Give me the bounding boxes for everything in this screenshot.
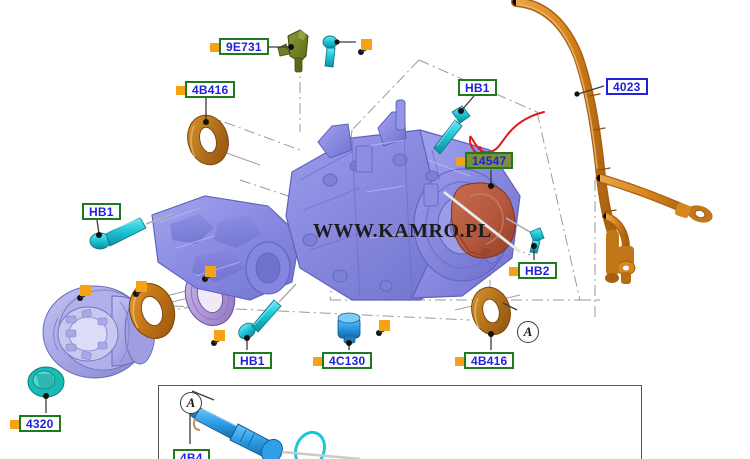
part-label-text: 4B416 xyxy=(471,353,508,368)
label-marker-square xyxy=(313,356,322,366)
part-label-hb1-left[interactable]: HB1 xyxy=(82,203,121,220)
part-label-text: 4023 xyxy=(613,79,641,94)
marker-left-mid xyxy=(80,285,91,296)
seal-ring-4b416-bottom xyxy=(471,286,511,336)
part-label-4c130[interactable]: 4C130 xyxy=(313,352,373,369)
label-marker-square xyxy=(455,356,464,366)
bolt-hb1-bottom xyxy=(238,283,297,340)
drain-plug-part xyxy=(27,366,65,398)
detail-callout-a-detail[interactable]: A xyxy=(180,392,202,414)
part-label-text: HB1 xyxy=(240,353,265,368)
part-label-hb1-top[interactable]: HB1 xyxy=(458,79,497,96)
detail-view-frame xyxy=(158,385,642,459)
label-marker-square xyxy=(210,42,219,52)
part-label-text: 14547 xyxy=(472,153,507,168)
part-label-text: HB2 xyxy=(525,263,550,278)
label-marker-square xyxy=(456,156,465,166)
part-label-hb2[interactable]: HB2 xyxy=(509,262,557,279)
speed-sensor-plug xyxy=(337,312,361,344)
part-label-text: 4320 xyxy=(26,416,54,431)
part-label-hb1-bottom[interactable]: HB1 xyxy=(233,352,272,369)
label-marker-square xyxy=(176,85,185,95)
bolt-hb1-top xyxy=(433,105,471,155)
part-label-text: HB1 xyxy=(89,204,114,219)
part-label-4b416-top[interactable]: 4B416 xyxy=(176,81,236,98)
marker-seal-top xyxy=(136,281,147,292)
part-label-text: 4C130 xyxy=(329,353,366,368)
marker-housing xyxy=(379,320,390,331)
part-label-4320[interactable]: 4320 xyxy=(10,415,61,432)
marker-top-right xyxy=(361,39,372,50)
bolt-top-right xyxy=(322,35,356,68)
part-label-4023[interactable]: 4023 xyxy=(606,78,648,95)
detail-callout-a-main[interactable]: A xyxy=(517,321,539,343)
label-marker-square xyxy=(10,419,19,429)
marker-purple xyxy=(205,266,216,277)
part-label-text: 4B416 xyxy=(192,82,229,97)
marker-seal-mid xyxy=(214,330,225,341)
sensor-olive xyxy=(277,29,309,73)
part-label-4b416-bottom[interactable]: 4B416 xyxy=(455,352,515,369)
part-label-detail-clipped[interactable]: 4B4 xyxy=(173,449,210,459)
watermark-text: WWW.KAMRO.PL xyxy=(313,220,492,242)
part-label-text: 4B4 xyxy=(180,450,203,459)
bolt-hb2 xyxy=(505,217,545,254)
seal-ring-left xyxy=(128,283,176,339)
label-marker-square xyxy=(509,266,518,276)
bracket-rust xyxy=(443,182,521,259)
seal-ring-4b416-top xyxy=(187,114,229,166)
part-label-text: 9E731 xyxy=(226,39,262,54)
part-label-14547[interactable]: 14547 xyxy=(456,152,514,169)
part-label-text: HB1 xyxy=(465,80,490,95)
detail-view-contents xyxy=(187,405,361,459)
vent-hose-assembly xyxy=(511,0,713,284)
part-label-9e731[interactable]: 9E731 xyxy=(210,38,269,55)
